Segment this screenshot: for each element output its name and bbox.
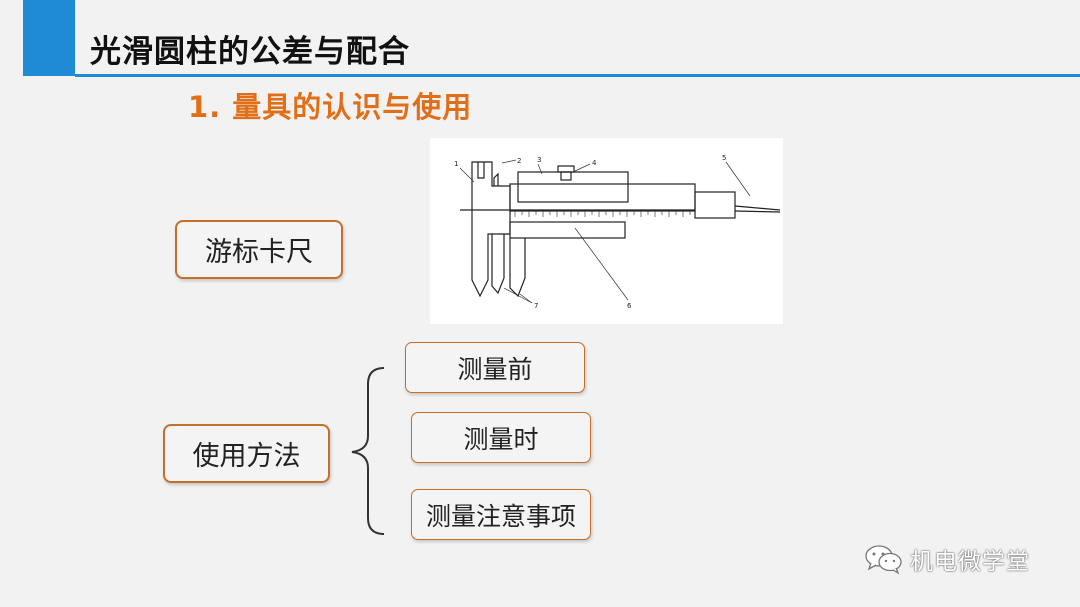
callout-2: 2 bbox=[517, 157, 521, 165]
callout-7: 7 bbox=[534, 302, 538, 310]
watermark-text: 机电微学堂 bbox=[910, 549, 1030, 575]
title-underline bbox=[75, 74, 1080, 77]
before-measurement-box: 测量前 bbox=[405, 342, 585, 393]
callout-6: 6 bbox=[627, 302, 632, 310]
measurement-notes-label: 测量注意事项 bbox=[425, 501, 576, 531]
usage-methods-box: 使用方法 bbox=[163, 424, 330, 483]
wechat-icon bbox=[865, 545, 902, 575]
vernier-caliper-diagram: 1 2 3 4 5 6 7 bbox=[430, 138, 783, 324]
measurement-notes-box: 测量注意事项 bbox=[411, 489, 591, 540]
slide-title: 光滑圆柱的公差与配合 bbox=[90, 34, 410, 70]
callout-1: 1 bbox=[454, 160, 458, 168]
caliper-label: 游标卡尺 bbox=[205, 237, 313, 268]
before-measurement-label: 测量前 bbox=[457, 354, 533, 384]
title-accent-bar bbox=[23, 0, 75, 76]
callout-4: 4 bbox=[592, 159, 597, 167]
caliper-box: 游标卡尺 bbox=[175, 220, 343, 279]
watermark: 机电微学堂 bbox=[864, 542, 1030, 576]
callout-3: 3 bbox=[537, 156, 541, 164]
usage-methods-label: 使用方法 bbox=[192, 441, 301, 472]
curly-brace bbox=[351, 367, 385, 535]
during-measurement-box: 测量时 bbox=[411, 412, 591, 463]
during-measurement-label: 测量时 bbox=[463, 424, 539, 454]
section-title: 1. 量具的认识与使用 bbox=[188, 90, 473, 124]
callout-5: 5 bbox=[722, 154, 726, 162]
